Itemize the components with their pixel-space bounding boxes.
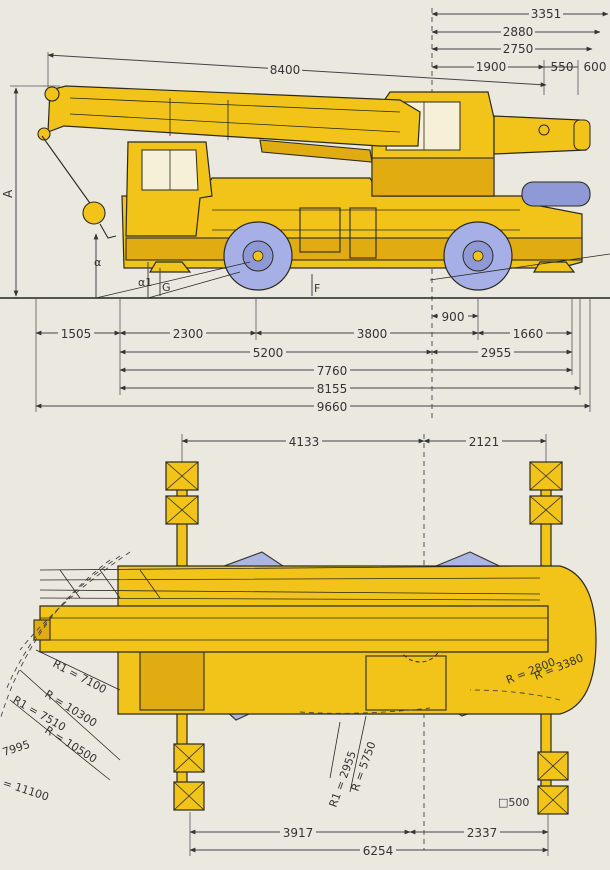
chassis-top [33,565,597,715]
dim-900: 900 [442,310,465,324]
dim-8155: 8155 [317,382,348,396]
top-dimensions: 3351 2880 2750 1900 550 600 8400 [47,6,609,95]
crane-side [37,85,591,291]
luffing-cylinder [259,139,373,163]
dim-3800: 3800 [357,327,388,341]
dim-8400: 8400 [270,63,301,77]
bottom-dimensions: 900 1505 2300 3800 1660 5200 2955 7760 [35,298,591,414]
swing-radii [0,551,561,781]
height-dimension: A [1,85,60,297]
boom-top [39,605,549,653]
dim-2880: 2880 [503,25,534,39]
operator-cab-base [371,157,495,197]
dim-2121: 2121 [469,435,500,449]
rear-superstructure [493,115,587,155]
radius-R1-7100: R1 = 7100 [51,657,109,696]
cab-top [139,651,205,711]
counterweight [521,181,591,207]
dim-2955: 2955 [481,346,512,360]
dim-9660: 9660 [317,400,348,414]
label-alpha1: α1 [138,276,152,289]
dim-600: 600 [584,60,607,74]
side-view: 3351 2880 2750 1900 550 600 8400 [0,6,610,420]
dim-2337: 2337 [467,826,498,840]
chassis-side-rail [125,237,583,261]
dim-3351: 3351 [531,7,562,21]
dim-3917: 3917 [283,826,314,840]
dim-2300: 2300 [173,327,204,341]
pad-size-label: □500 [498,796,529,809]
dim-1900: 1900 [476,60,507,74]
radius-7995: 7995 [1,738,32,759]
dim-7760: 7760 [317,364,348,378]
hook-block [82,201,106,225]
label-A: A [1,189,15,198]
dim-6254: 6254 [363,844,394,858]
dim-2750: 2750 [503,42,534,56]
dim-1505: 1505 [61,327,92,341]
outriggers-top [165,461,569,815]
radius-R-10500: R = 10500 [42,724,99,766]
top-bottom-dimensions: 3917 2337 6254 [189,812,549,858]
label-alpha: α [94,256,101,269]
top-view: 4133 2121 [0,434,597,858]
radius-11100: = 11100 [1,776,50,803]
label-F: F [314,282,320,295]
dim-1660: 1660 [513,327,544,341]
label-G: G [162,281,171,294]
dim-4133: 4133 [289,435,320,449]
dim-5200: 5200 [253,346,284,360]
angle-lines: α α1 G F [93,233,610,299]
dim-550: 550 [551,60,574,74]
